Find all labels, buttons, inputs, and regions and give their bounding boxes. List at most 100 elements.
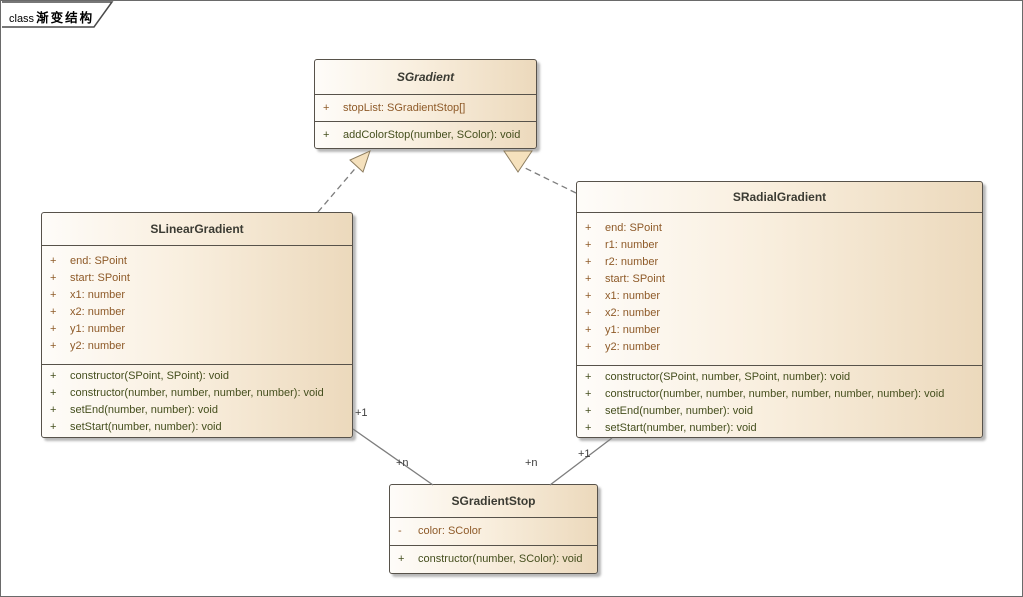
operation-text: constructor(SPoint, number, SPoint, numb… <box>605 371 851 383</box>
attribute-row[interactable]: + r2: number <box>577 254 982 271</box>
attribute-text: y1: number <box>70 323 126 335</box>
attribute-text: start: SPoint <box>605 273 665 285</box>
visibility-marker: + <box>50 289 57 301</box>
visibility-marker: + <box>585 324 592 336</box>
attribute-text: y2: number <box>70 340 126 352</box>
class-box-sradialgradient[interactable]: SRadialGradient + end: SPoint + r1: numb… <box>576 181 983 438</box>
operation-text: addColorStop(number, SColor): void <box>343 129 521 141</box>
attribute-text: x1: number <box>70 289 126 301</box>
operation-text: constructor(number, number, number, numb… <box>70 387 324 399</box>
attribute-row[interactable]: + x1: number <box>577 288 982 305</box>
frame-name: 渐变结构 <box>36 11 95 25</box>
attribute-text: x2: number <box>605 307 661 319</box>
attribute-text: stopList: SGradientStop[] <box>343 102 466 114</box>
visibility-marker: - <box>398 525 402 537</box>
visibility-marker: + <box>50 404 57 416</box>
class-title[interactable]: SLinearGradient <box>42 213 352 246</box>
visibility-marker: + <box>585 371 592 383</box>
frame-keyword: class <box>9 13 35 25</box>
visibility-marker: + <box>585 422 592 434</box>
operation-text: setEnd(number, number): void <box>605 405 753 417</box>
multiplicity-label: +n <box>525 457 538 469</box>
visibility-marker: + <box>398 553 405 565</box>
operation-row[interactable]: + setEnd(number, number): void <box>42 402 352 419</box>
attributes-section: + stopList: SGradientStop[] <box>315 95 536 122</box>
generalization-arrowhead <box>349 150 371 173</box>
generalization-line-sradial-sgradient[interactable] <box>522 166 577 194</box>
operations-section: + constructor(number, SColor): void <box>390 546 597 573</box>
operation-row[interactable]: + setStart(number, number): void <box>577 420 982 437</box>
operation-row[interactable]: + constructor(SPoint, number, SPoint, nu… <box>577 369 982 386</box>
multiplicity-label: +n <box>396 457 409 469</box>
operation-row[interactable]: + constructor(number, number, number, nu… <box>577 386 982 403</box>
operations-section: + constructor(SPoint, number, SPoint, nu… <box>577 366 982 437</box>
class-title[interactable]: SGradient <box>315 60 536 95</box>
attribute-text: start: SPoint <box>70 272 130 284</box>
visibility-marker: + <box>50 272 57 284</box>
attribute-text: end: SPoint <box>70 255 127 267</box>
visibility-marker: + <box>585 307 592 319</box>
visibility-marker: + <box>50 340 57 352</box>
attribute-row[interactable]: + start: SPoint <box>577 271 982 288</box>
visibility-marker: + <box>585 256 592 268</box>
association-line-sradial-sgradientstop[interactable] <box>549 437 613 486</box>
operation-text: constructor(number, SColor): void <box>418 553 583 565</box>
visibility-marker: + <box>50 323 57 335</box>
association-line-slinear-sgradientstop[interactable] <box>352 428 434 486</box>
visibility-marker: + <box>585 388 592 400</box>
attribute-row[interactable]: - color: SColor <box>390 523 597 540</box>
attribute-row[interactable]: + x1: number <box>42 287 352 304</box>
attribute-row[interactable]: + start: SPoint <box>42 270 352 287</box>
visibility-marker: + <box>323 129 330 141</box>
operation-row[interactable]: + addColorStop(number, SColor): void <box>315 127 536 144</box>
operation-row[interactable]: + setStart(number, number): void <box>42 419 352 436</box>
generalization-arrowhead <box>503 150 533 173</box>
visibility-marker: + <box>585 239 592 251</box>
visibility-marker: + <box>50 370 57 382</box>
visibility-marker: + <box>50 421 57 433</box>
multiplicity-label: +1 <box>578 448 591 460</box>
class-title[interactable]: SRadialGradient <box>577 182 982 213</box>
attribute-row[interactable]: + y1: number <box>577 322 982 339</box>
attribute-text: color: SColor <box>418 525 482 537</box>
attribute-row[interactable]: + r1: number <box>577 237 982 254</box>
attributes-section: + end: SPoint + r1: number + r2: number … <box>577 213 982 366</box>
attribute-row[interactable]: + stopList: SGradientStop[] <box>315 100 536 117</box>
operation-text: constructor(number, number, number, numb… <box>605 388 945 400</box>
visibility-marker: + <box>50 255 57 267</box>
attribute-row[interactable]: + y2: number <box>42 338 352 355</box>
class-box-sgradient[interactable]: SGradient + stopList: SGradientStop[] + … <box>314 59 537 149</box>
operation-text: setStart(number, number): void <box>605 422 757 434</box>
attributes-section: - color: SColor <box>390 518 597 546</box>
generalization-line-slinear-sgradient[interactable] <box>317 163 360 213</box>
attribute-text: r2: number <box>605 256 659 268</box>
operations-section: + addColorStop(number, SColor): void <box>315 122 536 148</box>
visibility-marker: + <box>323 102 330 114</box>
operation-text: setEnd(number, number): void <box>70 404 218 416</box>
attribute-row[interactable]: + y1: number <box>42 321 352 338</box>
attribute-row[interactable]: + end: SPoint <box>42 253 352 270</box>
visibility-marker: + <box>50 306 57 318</box>
visibility-marker: + <box>585 290 592 302</box>
class-box-slineargradient[interactable]: SLinearGradient + end: SPoint + start: S… <box>41 212 353 438</box>
class-box-sgradientstop[interactable]: SGradientStop - color: SColor + construc… <box>389 484 598 574</box>
operation-text: setStart(number, number): void <box>70 421 222 433</box>
operation-row[interactable]: + constructor(SPoint, SPoint): void <box>42 368 352 385</box>
attribute-text: end: SPoint <box>605 222 662 234</box>
operation-row[interactable]: + constructor(number, SColor): void <box>390 551 597 568</box>
attribute-text: y1: number <box>605 324 661 336</box>
operation-row[interactable]: + constructor(number, number, number, nu… <box>42 385 352 402</box>
visibility-marker: + <box>585 341 592 353</box>
attribute-row[interactable]: + x2: number <box>577 305 982 322</box>
attribute-text: x2: number <box>70 306 126 318</box>
attribute-row[interactable]: + end: SPoint <box>577 220 982 237</box>
class-title[interactable]: SGradientStop <box>390 485 597 518</box>
operation-row[interactable]: + setEnd(number, number): void <box>577 403 982 420</box>
attributes-section: + end: SPoint + start: SPoint + x1: numb… <box>42 246 352 365</box>
visibility-marker: + <box>585 405 592 417</box>
attribute-row[interactable]: + y2: number <box>577 339 982 356</box>
attribute-row[interactable]: + x2: number <box>42 304 352 321</box>
visibility-marker: + <box>585 273 592 285</box>
